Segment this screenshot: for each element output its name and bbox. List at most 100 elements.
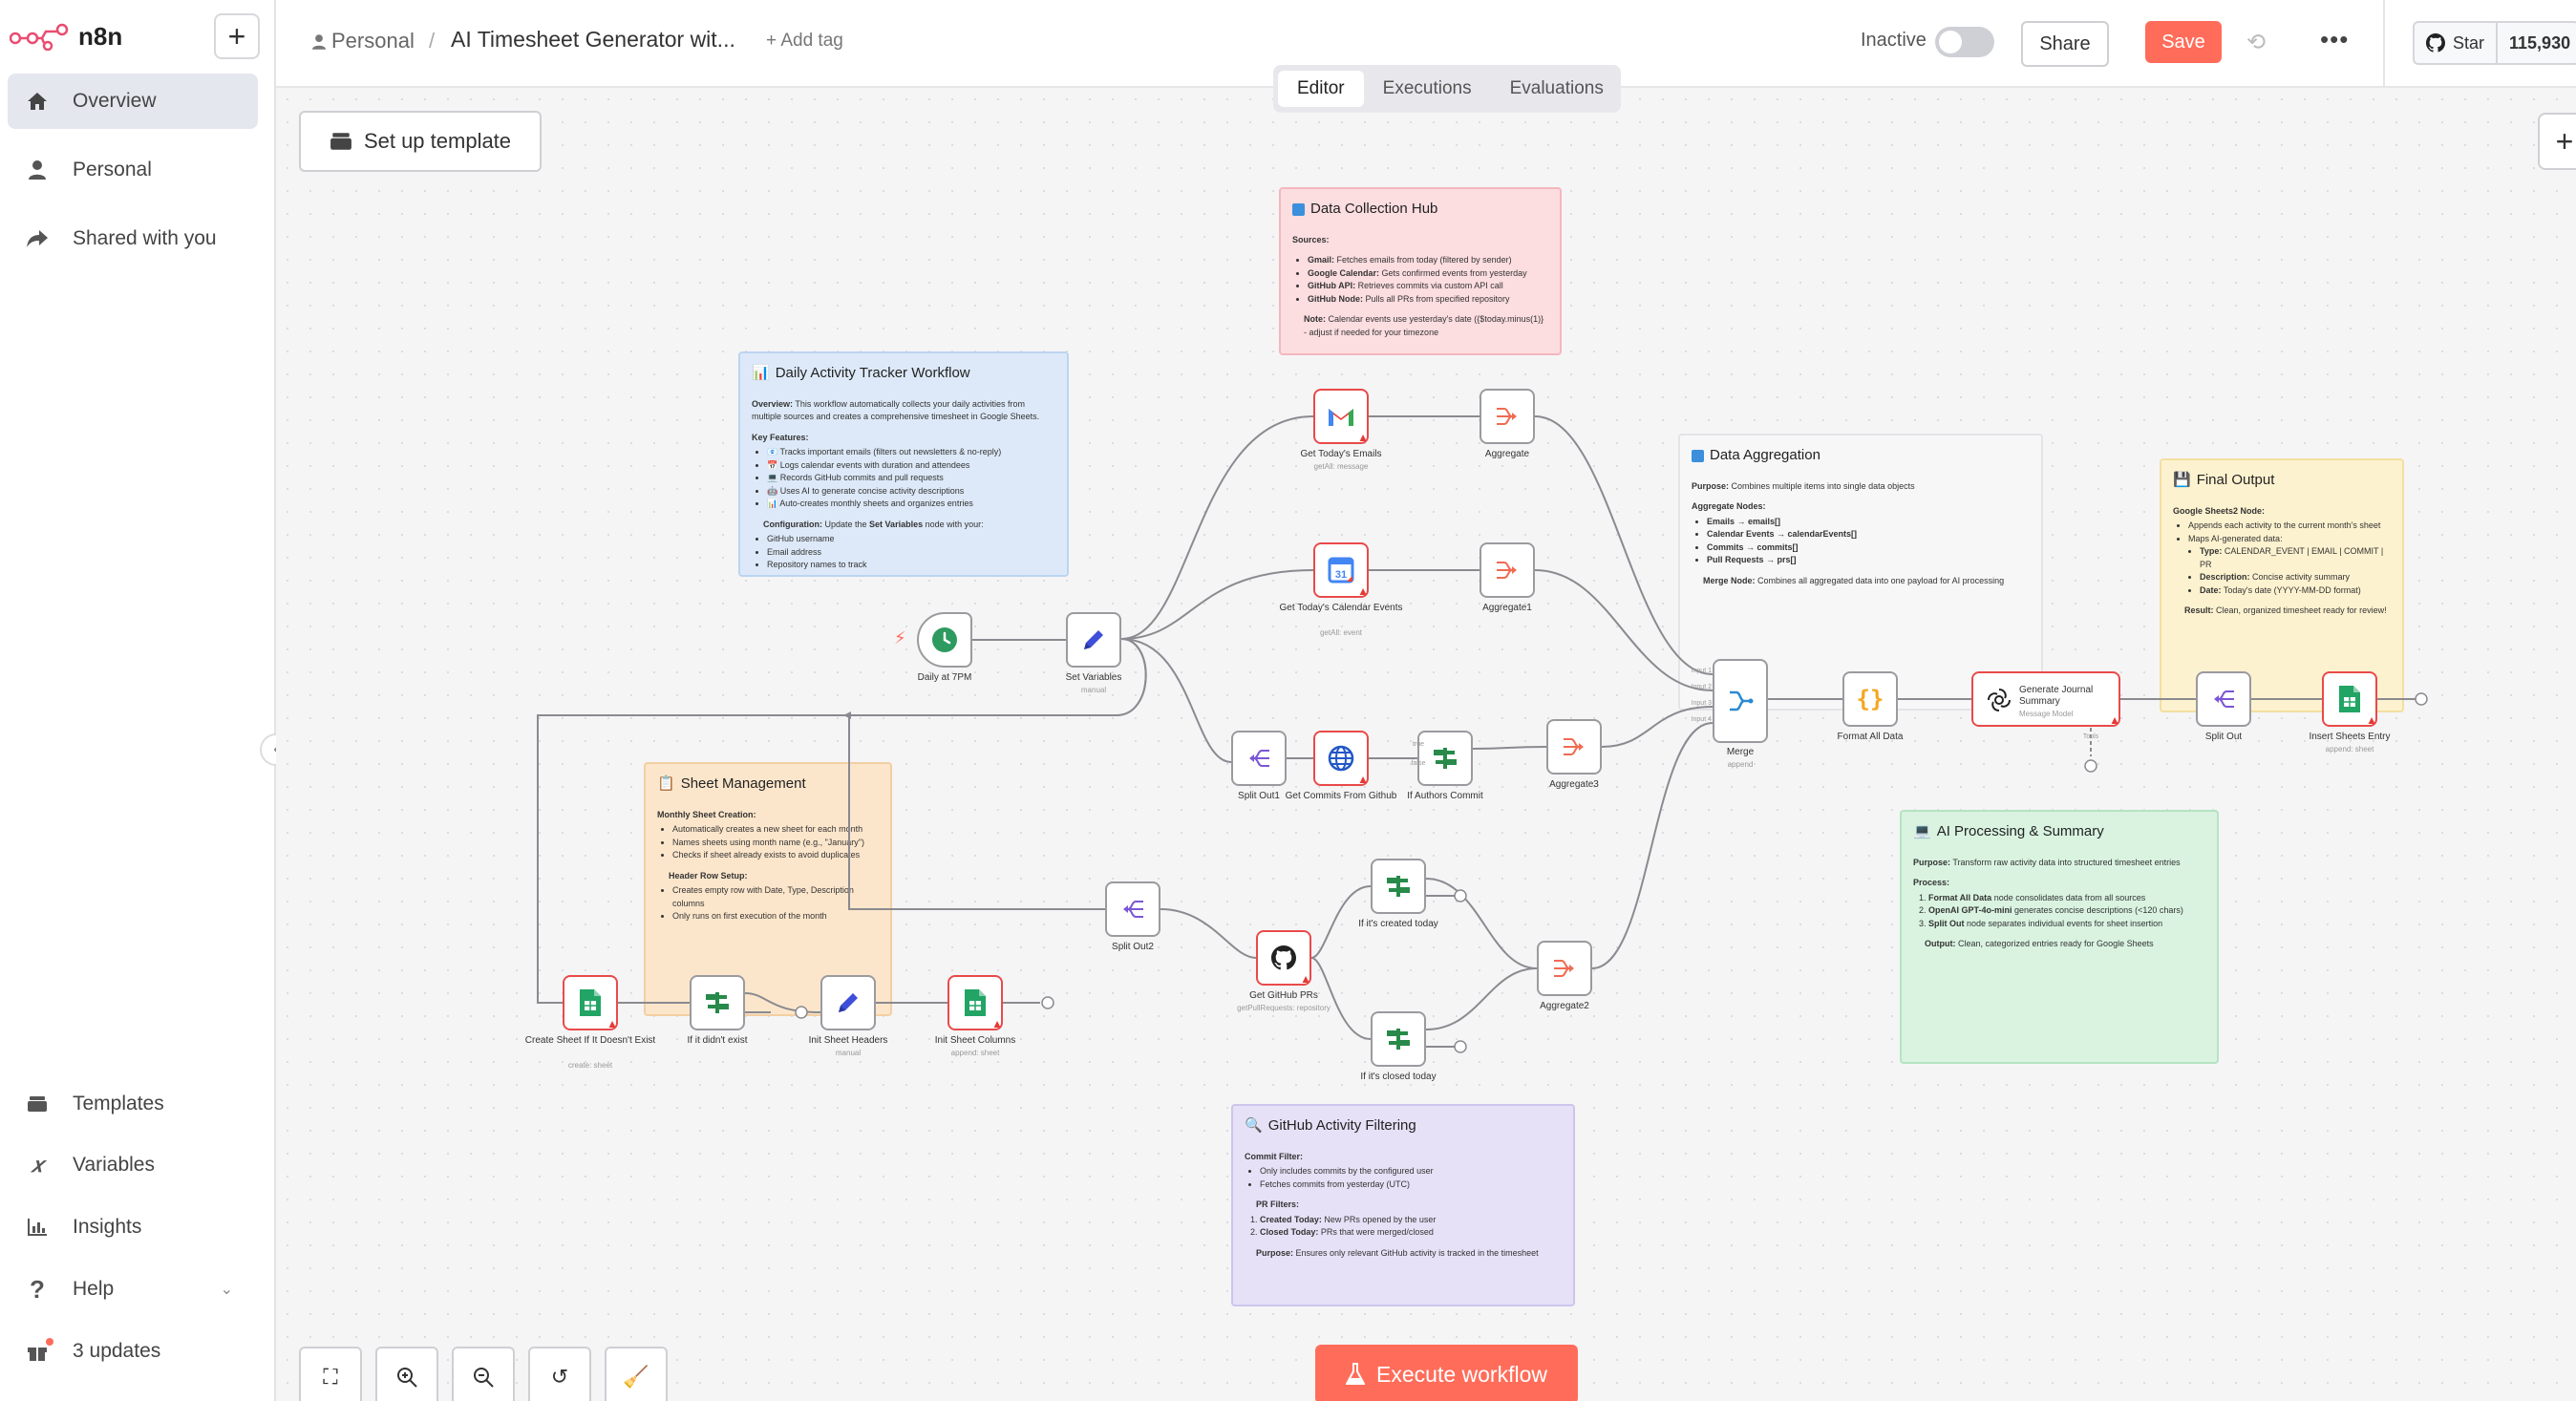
sticky-data-collection[interactable]: Data Collection Hub Sources: Gmail: Fetc… (1279, 187, 1562, 355)
node-aggregate1[interactable] (1480, 542, 1535, 598)
sticky-daily-tracker[interactable]: 📊Daily Activity Tracker Workflow Overvie… (738, 351, 1069, 577)
share-button[interactable]: Share (2021, 21, 2109, 67)
sidebar: n8n + Overview Personal Shared with you … (0, 0, 276, 1401)
node-label: Get Today's Emails (1300, 449, 1382, 459)
item-text: This workflow automatically collects you… (752, 398, 1040, 422)
sidebar-item-personal[interactable]: Personal (8, 142, 258, 198)
connection (1425, 967, 1538, 1030)
node-aggregate3[interactable] (1546, 719, 1602, 775)
node-get-commits-from-github[interactable]: ▲ (1313, 731, 1369, 786)
globe-icon (1328, 745, 1354, 772)
node-set-variables[interactable] (1066, 612, 1121, 668)
n8n-logo[interactable]: n8n (10, 15, 122, 57)
node-init-sheet-columns[interactable]: ▲ (947, 975, 1003, 1030)
breadcrumb-project[interactable]: Personal (312, 29, 415, 53)
sticky-sheet-management[interactable]: 📋Sheet Management Monthly Sheet Creation… (644, 762, 892, 1016)
open-nodes-panel-button[interactable]: + (2538, 113, 2576, 170)
sticky-title-text: Final Output (2196, 472, 2275, 488)
node-aggregate[interactable] (1480, 389, 1535, 444)
list-item: 🤖 Uses AI to generate concise activity d… (767, 485, 1055, 499)
list-item: Calendar Events → calendarEvents[] (1707, 528, 2030, 541)
tidy-up-button[interactable]: 🧹 (605, 1347, 668, 1401)
github-star-button[interactable]: Star (2415, 23, 2499, 63)
tab-evaluations[interactable]: Evaluations (1509, 78, 1604, 98)
undo-icon: ↺ (550, 1365, 569, 1389)
tab-executions[interactable]: Executions (1382, 78, 1472, 98)
history-icon[interactable]: ⟲ (2246, 30, 2267, 55)
node-label: Format All Data (1837, 732, 1904, 742)
list-item: 📅 Logs calendar events with duration and… (767, 459, 1055, 473)
sidebar-item-overview[interactable]: Overview (8, 74, 258, 129)
sticky-github-filtering[interactable]: 🔍GitHub Activity Filtering Commit Filter… (1231, 1104, 1575, 1306)
node-init-sheet-headers[interactable] (820, 975, 876, 1030)
sticky-label: Process: (1913, 878, 1950, 887)
zoom-in-button[interactable] (375, 1347, 438, 1401)
node-create-sheet[interactable]: ▲ (563, 975, 618, 1030)
node-subtitle: getAll: message (1313, 462, 1369, 471)
node-label: Init Sheet Headers (808, 1035, 888, 1046)
save-button[interactable]: Save (2145, 21, 2222, 63)
item-text: Retrieves commits via custom API call (1355, 281, 1503, 290)
node-generate-journal-summary[interactable]: Generate Journal Summary Message Model ▲ (1971, 671, 2120, 727)
sidebar-item-updates[interactable]: 3 updates (8, 1324, 258, 1379)
sticky-text: Overview: This workflow automatically co… (752, 398, 1055, 424)
node-get-todays-calendar-events[interactable]: 31 ▲ (1313, 542, 1369, 598)
sticky-final-output[interactable]: 💾Final Output Google Sheets2 Node: Appen… (2160, 458, 2404, 712)
zoom-out-button[interactable] (452, 1347, 515, 1401)
user-icon (23, 160, 52, 180)
endpoint (1454, 889, 1467, 902)
if-branch-icon (1434, 748, 1457, 769)
node-if-authors-commit[interactable] (1417, 731, 1473, 786)
list-item: Checks if sheet already exists to avoid … (672, 849, 879, 862)
setup-template-button[interactable]: Set up template (299, 111, 542, 172)
node-split-out2[interactable] (1105, 881, 1160, 937)
endpoint (1454, 1040, 1467, 1053)
endpoint (2084, 759, 2097, 773)
node-if-closed-today[interactable] (1371, 1011, 1426, 1067)
bold-text: Calendar Events → calendarEvents[] (1707, 529, 1858, 539)
tab-editor[interactable]: Editor (1278, 71, 1364, 107)
reset-zoom-button[interactable]: ↺ (528, 1347, 591, 1401)
sidebar-item-help[interactable]: ? Help ⌄ (8, 1262, 258, 1317)
node-merge[interactable] (1713, 659, 1768, 743)
sticky-text: Aggregate Nodes: (1692, 500, 2030, 514)
github-star-count: 115,930 (2509, 32, 2571, 53)
sidebar-item-insights[interactable]: Insights (8, 1199, 258, 1255)
active-toggle[interactable] (1935, 27, 1994, 57)
sticky-ai-processing[interactable]: 💻AI Processing & Summary Purpose: Transf… (1900, 810, 2219, 1064)
sidebar-item-variables[interactable]: 𝑥 Variables (8, 1137, 258, 1193)
sticky-label: Header Row Setup: (669, 870, 748, 881)
github-star-widget[interactable]: Star 115,930 (2413, 21, 2576, 65)
node-subtitle: getAll: event (1319, 628, 1363, 637)
list-item: Names sheets using month name (e.g., "Ja… (672, 837, 879, 850)
bold-text: Gmail: (1308, 255, 1335, 265)
sidebar-item-shared[interactable]: Shared with you (8, 211, 258, 266)
node-if-it-didnt-exist[interactable] (690, 975, 745, 1030)
node-split-out1[interactable] (1231, 731, 1287, 786)
workflow-canvas[interactable]: Set up template + Data Collection Hub So… (276, 88, 2576, 1401)
node-insert-sheets-entry[interactable]: ▲ (2322, 671, 2377, 727)
fit-view-button[interactable]: ⛶ (299, 1347, 362, 1401)
sticky-title: 🔍GitHub Activity Filtering (1245, 1115, 1562, 1137)
node-daily-at-7pm[interactable] (917, 612, 972, 668)
sticky-text: Key Features: (752, 432, 1055, 445)
more-options-icon[interactable]: ••• (2320, 25, 2350, 53)
sticky-text: Sources: (1292, 234, 1548, 247)
node-get-todays-emails[interactable]: ▲ (1313, 389, 1369, 444)
link-icon (1692, 449, 1704, 462)
add-tag-link[interactable]: + Add tag (766, 31, 843, 51)
list-item: Type: CALENDAR_EVENT | EMAIL | COMMIT | … (2200, 545, 2391, 571)
workflow-title[interactable]: AI Timesheet Generator wit... (451, 27, 735, 52)
node-format-all-data[interactable]: {} (1842, 671, 1898, 727)
execute-workflow-button[interactable]: Execute workflow (1315, 1345, 1578, 1401)
node-aggregate2[interactable] (1537, 941, 1592, 996)
node-label: Split Out1 (1238, 791, 1280, 801)
node-label: Get GitHub PRs (1249, 990, 1318, 1001)
bold-text: Closed Today: (1260, 1227, 1319, 1237)
add-button[interactable]: + (214, 13, 260, 59)
sidebar-item-templates[interactable]: Templates (8, 1076, 258, 1132)
node-if-created-today[interactable] (1371, 859, 1426, 914)
node-get-github-prs[interactable]: ▲ (1256, 930, 1311, 986)
openai-icon (1988, 689, 2011, 711)
node-split-out[interactable] (2196, 671, 2251, 727)
